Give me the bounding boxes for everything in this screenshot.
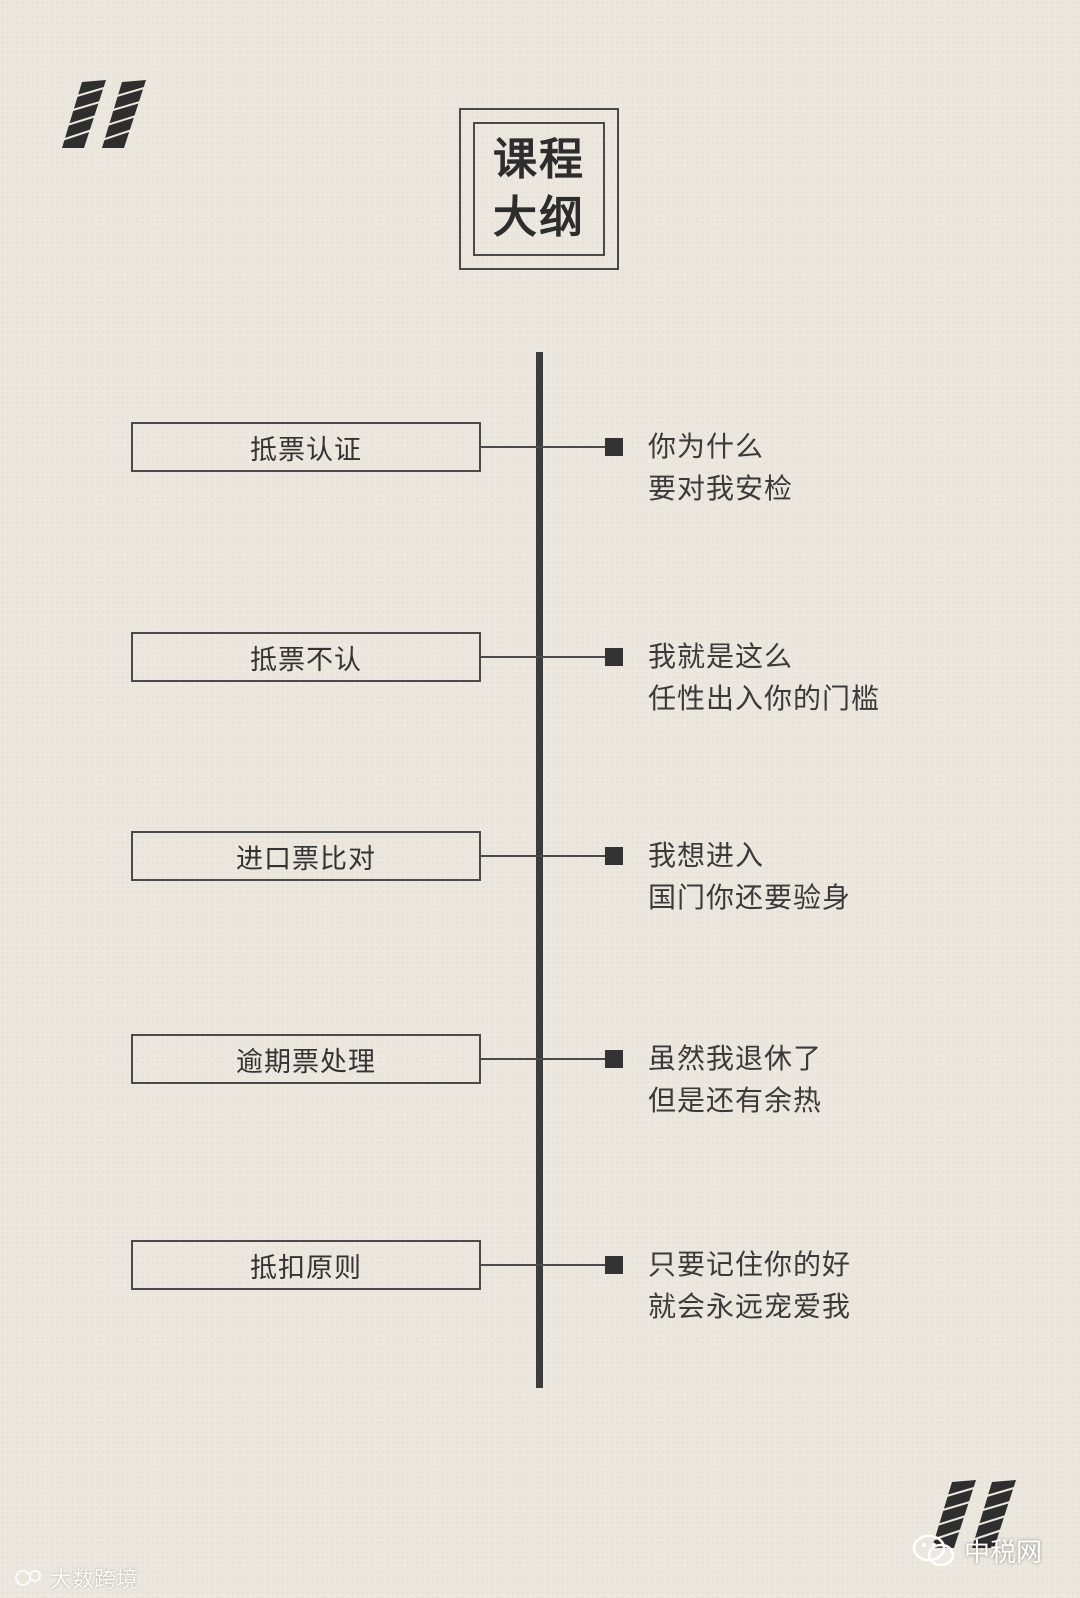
watermark-right: 中税网	[912, 1532, 1042, 1569]
description-line-1: 我想进入	[648, 835, 851, 877]
description-line-1: 我就是这么	[648, 636, 880, 678]
title-frame: 课程 大纲	[459, 108, 619, 270]
description-line-2: 但是还有余热	[648, 1080, 822, 1122]
timeline-spine	[536, 352, 543, 1388]
description-line-2: 就会永远宠爱我	[648, 1286, 851, 1328]
bullet-square-icon	[605, 1050, 623, 1068]
page-title-line-1: 课程	[493, 131, 585, 189]
bullet-square-icon	[605, 1256, 623, 1274]
wechat-icon	[912, 1534, 956, 1568]
connector-line	[481, 855, 607, 857]
description: 我就是这么 任性出入你的门槛	[648, 636, 880, 720]
watermark-right-text: 中税网	[964, 1532, 1042, 1569]
description: 你为什么 要对我安检	[648, 426, 793, 510]
description-line-1: 你为什么	[648, 426, 793, 468]
description-line-2: 要对我安检	[648, 468, 793, 510]
title-inner-frame: 课程 大纲	[473, 122, 605, 256]
bullet-square-icon	[605, 438, 623, 456]
description-line-1: 虽然我退休了	[648, 1038, 822, 1080]
description-line-2: 任性出入你的门槛	[648, 678, 880, 720]
watermark-left: 大数跨境	[14, 1562, 138, 1594]
topic-box: 抵票不认	[131, 632, 481, 682]
description: 只要记住你的好 就会永远宠爱我	[648, 1244, 851, 1328]
topic-box: 进口票比对	[131, 831, 481, 881]
page-title-line-2: 大纲	[493, 189, 585, 247]
description-line-2: 国门你还要验身	[648, 877, 851, 919]
connector-line	[481, 1058, 607, 1060]
connector-line	[481, 446, 607, 448]
connector-line	[481, 1264, 607, 1266]
watermark-left-text: 大数跨境	[50, 1562, 138, 1594]
description: 我想进入 国门你还要验身	[648, 835, 851, 919]
description-line-1: 只要记住你的好	[648, 1244, 851, 1286]
topic-box: 抵票认证	[131, 422, 481, 472]
connector-line	[481, 656, 607, 658]
bullet-square-icon	[605, 847, 623, 865]
quote-mark-icon	[60, 78, 150, 150]
watermark-logo-icon	[14, 1568, 44, 1588]
bullet-square-icon	[605, 648, 623, 666]
topic-box: 抵扣原则	[131, 1240, 481, 1290]
description: 虽然我退休了 但是还有余热	[648, 1038, 822, 1122]
topic-box: 逾期票处理	[131, 1034, 481, 1084]
